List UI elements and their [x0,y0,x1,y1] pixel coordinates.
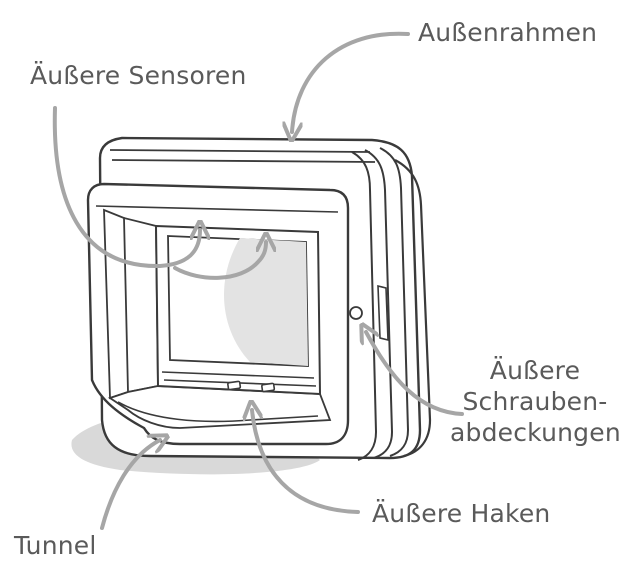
label-outer-hooks: Äußere Haken [372,499,551,528]
arrow-outer-sensor-right [173,242,266,280]
arrow-outer-hooks [252,410,360,514]
outer-frame-top-lines [109,149,376,163]
arrow-outer-frame [292,31,410,132]
label-tunnel: Tunnel [14,531,97,560]
outer-frame-ridge-1 [351,151,378,461]
outer-frame-edge-right [394,159,432,458]
arrow-tunnel [100,440,160,530]
label-outer-screw-covers: Äußere Schrauben- abdeckungen [450,355,621,448]
arrow-outer-sensor-left [52,106,200,269]
label-outer-screw-covers-line-1: Äußere [489,356,581,385]
label-outer-screw-covers-line-3: abdeckungen [450,418,621,447]
hook-left [227,380,242,391]
outer-frame-ridge-3 [379,147,410,457]
hook-right [261,382,276,393]
label-outer-sensors: Äußere Sensoren [30,61,247,90]
side-plate [377,284,389,342]
label-outer-screw-covers-line-2: Schrauben- [462,387,608,416]
arrow-screw-cover [366,332,464,416]
outer-frame-ridge-2 [364,149,394,459]
screw-cover [349,306,363,320]
label-outer-frame: Außenrahmen [418,18,598,47]
tunnel-rim-inner-line [95,205,339,213]
